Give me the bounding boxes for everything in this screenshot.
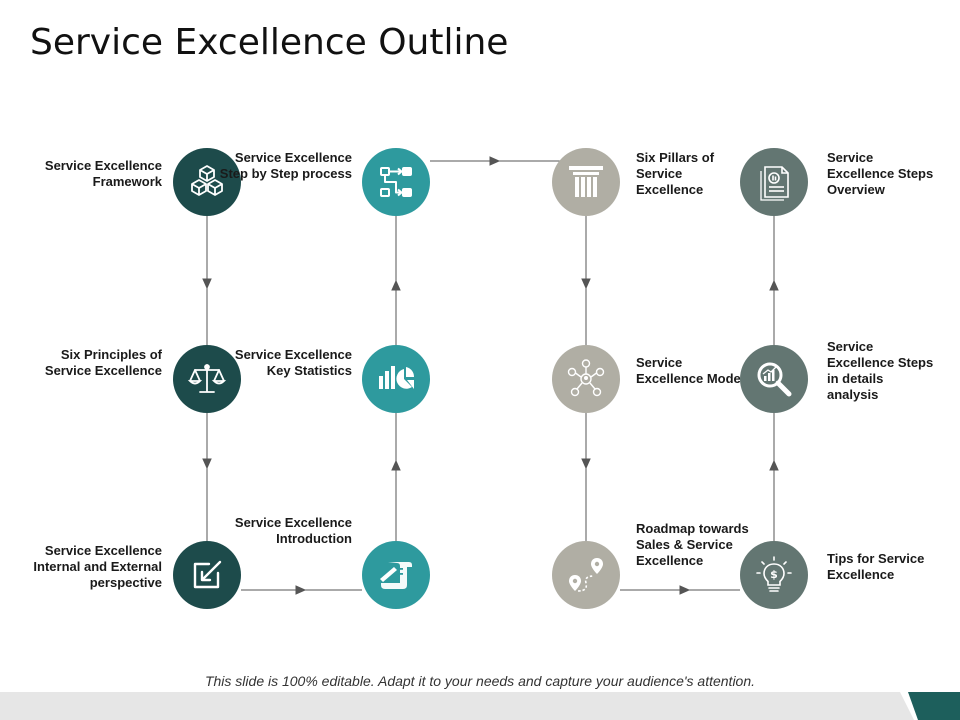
perspective-node[interactable] [173, 541, 241, 609]
roadmap-icon [569, 558, 603, 592]
pillars-label: Six Pillars of Service Excellence [636, 150, 715, 197]
statistics-node[interactable] [362, 345, 430, 413]
network-icon [567, 359, 605, 397]
introduction-label: Service Excellence Introduction [234, 515, 352, 546]
introduction-node[interactable] [362, 541, 430, 609]
chart-icon [379, 366, 415, 389]
scales-icon [187, 364, 227, 393]
statistics-label: Service Excellence Key Statistics [234, 347, 352, 378]
pillar-icon [569, 166, 603, 197]
document-icon [760, 166, 789, 201]
framework-label: Service Excellence Framework [44, 158, 162, 189]
framework-node[interactable] [173, 148, 241, 216]
model-node[interactable] [552, 345, 620, 413]
svg-text:$: $ [770, 568, 778, 581]
tips-node[interactable]: $ [740, 541, 808, 609]
tips-label: Tips for Service Excellence [827, 551, 925, 582]
bottom-bar [0, 692, 960, 720]
edit-arrow-icon [193, 560, 222, 589]
idea-bulb-icon: $ [756, 556, 792, 592]
analysis-node[interactable] [740, 345, 808, 413]
process-node[interactable] [362, 148, 430, 216]
roadmap-node[interactable] [552, 541, 620, 609]
footer-note: This slide is 100% editable. Adapt it to… [204, 673, 756, 689]
roadmap-label: Roadmap towards Sales & Service Excellen… [636, 521, 749, 568]
overview-label: Service Excellence Steps Overview [827, 150, 934, 197]
principles-node[interactable] [173, 345, 241, 413]
corner-accent [900, 692, 960, 720]
perspective-label: Service Excellence Internal and External… [33, 543, 162, 590]
overview-node[interactable] [740, 148, 808, 216]
process-flow-icon [380, 167, 412, 197]
scroll-pen-icon [380, 562, 412, 589]
process-label: Service Excellence Step by Step process [219, 150, 352, 181]
pillars-node[interactable] [552, 148, 620, 216]
page-title: Service Excellence Outline [30, 22, 509, 63]
cubes-icon [191, 165, 223, 196]
magnifier-chart-icon [757, 362, 792, 397]
model-label: Service Excellence Model [636, 355, 745, 386]
principles-label: Six Principles of Service Excellence [44, 347, 162, 378]
analysis-label: Service Excellence Steps in details anal… [827, 339, 934, 402]
